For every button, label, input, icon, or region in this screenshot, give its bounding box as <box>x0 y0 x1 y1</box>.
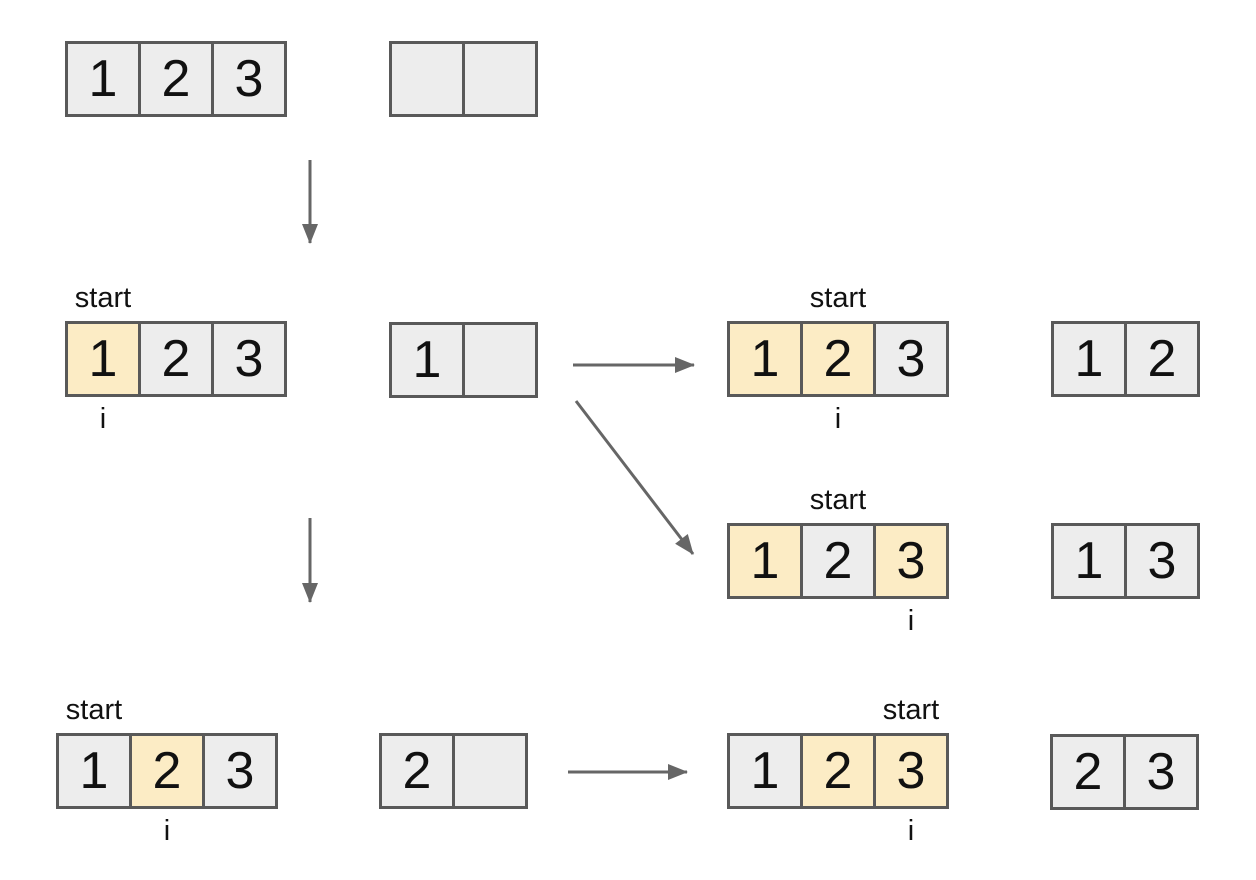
array-cell: 1 <box>389 322 465 398</box>
array-cell: 2 <box>800 733 876 809</box>
array-cell: 3 <box>202 733 278 809</box>
array-cells: 1 3 <box>1051 523 1200 599</box>
array-source-branch-13: start 1 2 3 i <box>727 486 949 636</box>
array-source-initial: 1 2 3 <box>65 41 287 117</box>
array-cell: 1 <box>727 733 803 809</box>
array-cell: 1 <box>727 321 803 397</box>
array-result-1-2: 1 2 <box>1051 321 1200 397</box>
array-cells: 2 <box>379 733 528 809</box>
start-label: start <box>809 282 867 314</box>
array-cells: 1 2 3 <box>56 733 278 809</box>
array-cell: 2 <box>1124 321 1200 397</box>
array-cell: 3 <box>873 523 949 599</box>
start-label: start <box>74 282 132 314</box>
array-result-1-3: 1 3 <box>1051 523 1200 599</box>
array-cell: 3 <box>211 41 287 117</box>
array-source-step1: start 1 2 3 i <box>65 284 287 434</box>
array-cells: 2 3 <box>1050 734 1199 810</box>
array-cell: 1 <box>56 733 132 809</box>
array-cell: 1 <box>1051 321 1127 397</box>
array-cells: 1 2 3 <box>727 321 949 397</box>
pointer-label: i <box>99 403 107 435</box>
array-cell <box>462 41 538 117</box>
array-source-branch-23: start 1 2 3 i <box>727 696 949 846</box>
arrow-diagonal-branch <box>574 400 695 555</box>
array-cell: 3 <box>211 321 287 397</box>
array-cell <box>452 733 528 809</box>
start-label: start <box>809 484 867 516</box>
array-source-branch-12: start 1 2 3 i <box>727 284 949 434</box>
array-cell: 3 <box>1123 734 1199 810</box>
array-cell: 2 <box>129 733 205 809</box>
array-slots-1: 1 <box>389 322 538 398</box>
array-cells <box>389 41 538 117</box>
array-cell: 3 <box>873 733 949 809</box>
pointer-label: i <box>163 815 171 847</box>
array-cells: 1 2 <box>1051 321 1200 397</box>
start-label: start <box>882 694 940 726</box>
array-cell: 2 <box>1050 734 1126 810</box>
array-cell: 1 <box>65 41 141 117</box>
array-cell: 2 <box>379 733 455 809</box>
pointer-label: i <box>907 815 915 847</box>
array-cells: 1 <box>389 322 538 398</box>
array-result-2-3: 2 3 <box>1050 734 1199 810</box>
array-cell: 1 <box>1051 523 1127 599</box>
array-slots-2: 2 <box>379 733 528 809</box>
array-cell: 3 <box>873 321 949 397</box>
array-cells: 1 2 3 <box>65 41 287 117</box>
array-cells: 1 2 3 <box>727 523 949 599</box>
array-cells: 1 2 3 <box>727 733 949 809</box>
array-cells: 1 2 3 <box>65 321 287 397</box>
array-cell: 2 <box>138 41 214 117</box>
array-cell <box>389 41 465 117</box>
array-cell: 2 <box>800 321 876 397</box>
pointer-label: i <box>834 403 842 435</box>
array-cell: 1 <box>65 321 141 397</box>
array-cell <box>462 322 538 398</box>
array-cell: 2 <box>138 321 214 397</box>
pointer-label: i <box>907 605 915 637</box>
array-slots-empty <box>389 41 538 117</box>
array-source-step2: start 1 2 3 i <box>56 696 278 846</box>
array-cell: 3 <box>1124 523 1200 599</box>
array-cell: 1 <box>727 523 803 599</box>
array-cell: 2 <box>800 523 876 599</box>
start-label: start <box>65 694 123 726</box>
